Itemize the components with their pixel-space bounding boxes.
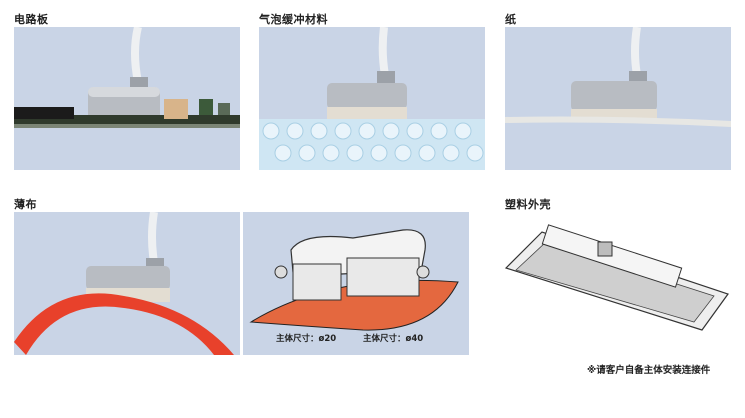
- photo-thin-cloth: [14, 212, 240, 355]
- caption-size-20: 主体尺寸：ø20: [276, 334, 337, 344]
- label-thin-cloth: 薄布: [14, 198, 37, 211]
- diagram-body-sizes: 主体尺寸：ø20 主体尺寸：ø40: [243, 212, 469, 355]
- drawing-plastic-case: [502, 212, 730, 355]
- label-circuit-board: 电路板: [14, 13, 49, 26]
- photo-circuit-board: [14, 27, 240, 170]
- caption-size-40: 主体尺寸：ø40: [363, 334, 424, 344]
- label-bubble-wrap: 气泡缓冲材料: [259, 13, 328, 26]
- photo-paper: [505, 27, 731, 170]
- label-plastic-case: 塑料外壳: [505, 198, 551, 211]
- footnote: ※请客户自备主体安装连接件: [587, 365, 711, 376]
- photo-bubble-wrap: [259, 27, 485, 170]
- label-paper: 纸: [505, 13, 517, 26]
